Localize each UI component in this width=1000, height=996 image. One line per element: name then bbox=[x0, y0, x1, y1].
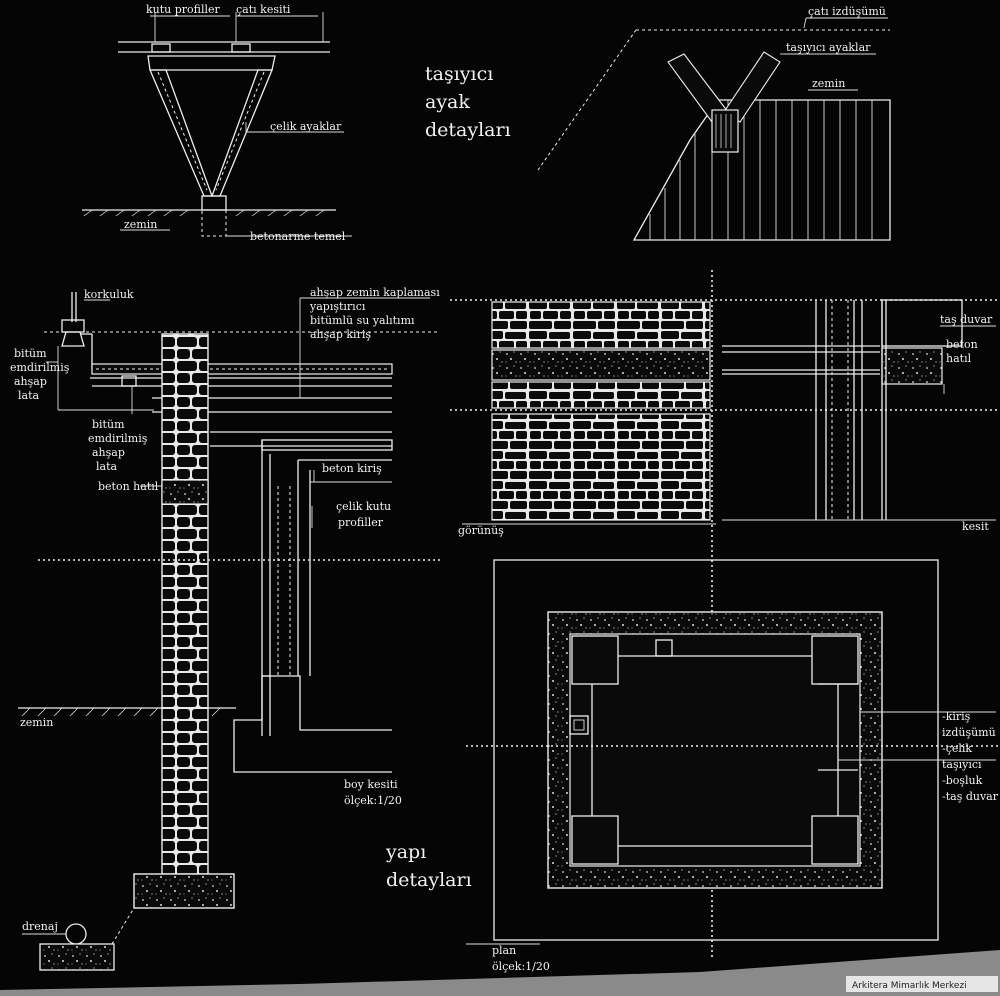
label-adhesive: yapıştırıcı bbox=[309, 300, 366, 313]
legend-item-6: -taş duvar bbox=[942, 790, 999, 803]
label-concrete-band-r2: hatıl bbox=[946, 352, 972, 365]
label-bitumen-lath-b3: ahşap bbox=[92, 446, 125, 459]
label-bitumen-lath-b2: emdirilmiş bbox=[88, 432, 148, 445]
credit-box bbox=[846, 976, 998, 992]
label-roof-section: çatı kesiti bbox=[236, 3, 291, 16]
bottom-paper-edge bbox=[0, 950, 1000, 996]
support-leg-elevation bbox=[82, 12, 352, 237]
label-box-profiles: kutu profiller bbox=[146, 3, 221, 16]
roof-projection-plan bbox=[537, 17, 891, 241]
label-drainage: drenaj bbox=[22, 920, 58, 933]
labels: taşıyıcı ayak detayları yapı detayları k… bbox=[10, 3, 999, 973]
label-steel-box-2: profiller bbox=[338, 516, 384, 529]
label-bitumen-lath-a1: bitüm bbox=[14, 347, 47, 360]
label-wood-beam: ahşap kiriş bbox=[310, 328, 371, 341]
legend-item-1: -kiriş bbox=[942, 710, 971, 723]
label-bitumen-lath-a4: lata bbox=[18, 389, 39, 402]
legend-item-3: -çelik bbox=[942, 742, 972, 755]
label-concrete-band: beton hatıl bbox=[98, 480, 159, 493]
label-rc-foundation: betonarme temel bbox=[250, 230, 346, 243]
building-detail-title-1: yapı bbox=[385, 841, 426, 863]
label-bitumen-insulation: bitümlü su yalıtımı bbox=[310, 314, 415, 327]
legend-item-5: -boşluk bbox=[942, 774, 983, 787]
legend-item-2: izdüşümü bbox=[942, 726, 996, 739]
support-detail-title-1: taşıyıcı bbox=[425, 63, 493, 85]
label-elevation: görünüş bbox=[458, 524, 504, 537]
label-bitumen-lath-b1: bitüm bbox=[92, 418, 125, 431]
label-section: kesit bbox=[962, 520, 989, 533]
label-steel-legs: çelik ayaklar bbox=[270, 120, 342, 133]
support-detail-title-2: ayak bbox=[425, 91, 470, 113]
label-steel-box-1: çelik kutu bbox=[336, 500, 391, 513]
label-roof-projection: çatı izdüşümü bbox=[808, 5, 886, 18]
label-stone-wall: taş duvar bbox=[940, 313, 993, 326]
label-bitumen-lath-a3: ahşap bbox=[14, 375, 47, 388]
label-floor-covering: ahşap zemin kaplaması bbox=[310, 286, 440, 299]
label-ground-top: zemin bbox=[124, 218, 157, 231]
long-section bbox=[18, 292, 440, 971]
label-concrete-beam: beton kiriş bbox=[322, 462, 382, 475]
label-bitumen-lath-b4: lata bbox=[96, 460, 117, 473]
label-scale-2: ölçek:1/20 bbox=[492, 960, 550, 973]
building-detail-title-2: detayları bbox=[386, 869, 472, 891]
legend-item-4: taşıyıcı bbox=[942, 758, 982, 771]
credit-text: Arkitera Mimarlık Merkezi bbox=[852, 981, 967, 991]
label-railing: korkuluk bbox=[84, 288, 134, 301]
label-concrete-band-r1: beton bbox=[946, 338, 978, 351]
label-ground-right: zemin bbox=[812, 77, 845, 90]
label-plan: plan bbox=[492, 944, 516, 957]
label-support-legs: taşıyıcı ayaklar bbox=[786, 41, 871, 54]
elevation-and-section bbox=[450, 270, 1000, 960]
label-long-section: boy kesiti bbox=[344, 778, 398, 791]
plan-view bbox=[466, 559, 1000, 945]
label-bitumen-lath-a2: emdirilmiş bbox=[10, 361, 70, 374]
label-scale-1: ölçek:1/20 bbox=[344, 794, 402, 807]
label-ground-left: zemin bbox=[20, 716, 53, 729]
support-detail-title-3: detayları bbox=[425, 119, 511, 141]
